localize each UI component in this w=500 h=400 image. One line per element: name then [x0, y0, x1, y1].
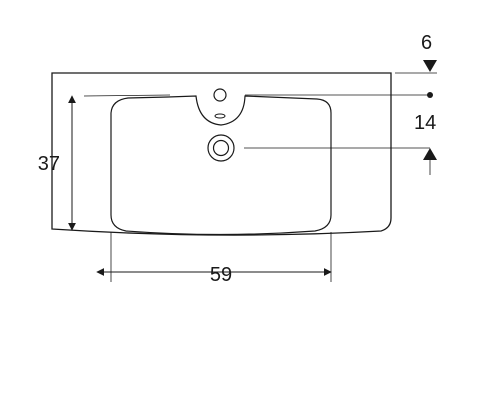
- basin-width-label: 59: [210, 264, 232, 286]
- overflow-slot: [214, 113, 226, 119]
- drain-hole: [207, 134, 235, 162]
- rim-depth-label: 6: [421, 32, 432, 54]
- basin-depth-label: 37: [38, 153, 60, 175]
- basin-inner-bowl: [110, 95, 332, 236]
- tap-hole: [213, 88, 227, 102]
- rim-line-left: [83, 94, 171, 97]
- overflow-dimension-bottom-arrow: [423, 148, 437, 160]
- overflow-dimension-label: 14: [414, 112, 436, 134]
- basin-outer-outline: [51, 72, 392, 236]
- rim-depth-dot-marker: [427, 92, 433, 98]
- rim-depth-top-arrow: [423, 60, 437, 72]
